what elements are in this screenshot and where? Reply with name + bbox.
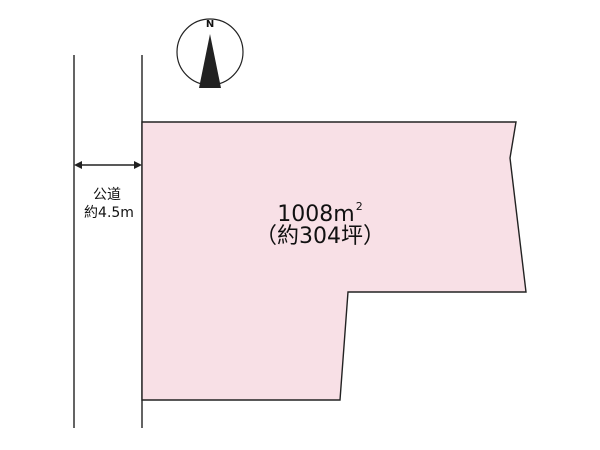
lot-polygon xyxy=(141,121,527,401)
lot-area-unit-superscript: 2 xyxy=(355,200,363,213)
lot-area-value: 1008 xyxy=(277,202,334,227)
lot-area-tsubo: （約304坪） xyxy=(255,224,385,249)
north-arrow-icon xyxy=(176,18,244,88)
north-label: N xyxy=(205,19,215,30)
road-name-label: 公道 xyxy=(93,187,121,203)
lot-area-unit: m xyxy=(333,202,355,227)
road-width-dimension-arrow xyxy=(74,161,142,169)
road-width-label: 約4.5m xyxy=(84,205,134,221)
lot-area-square-meters: 1008m2 xyxy=(250,193,390,229)
